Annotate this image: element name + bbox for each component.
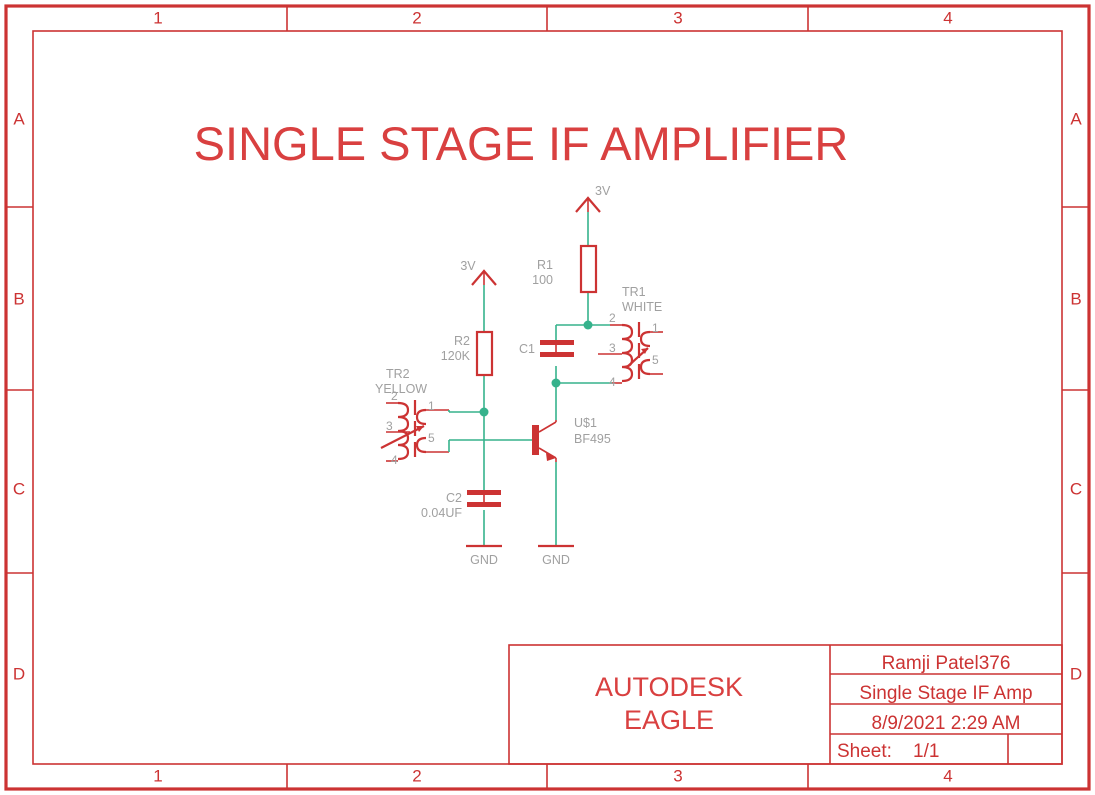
- r2-name-label: R2: [454, 334, 470, 348]
- c1-name-label: C1: [519, 342, 535, 356]
- supply-label-3v-right: 3V: [595, 184, 611, 198]
- tr2-pin-5-label: 5: [428, 431, 435, 445]
- tr1-value-label: WHITE: [622, 300, 662, 314]
- component-c2: C2 0.04UF: [421, 490, 501, 520]
- component-r1: R1 100: [532, 244, 598, 294]
- title-block: AUTODESK EAGLE Ramji Patel376 Single Sta…: [508, 644, 1063, 765]
- tr2-value-label: YELLOW: [375, 382, 427, 396]
- net-wires: [449, 212, 612, 545]
- tr2-pin-2-label: 2: [391, 389, 398, 403]
- zone-col-bottom-4: 4: [943, 766, 952, 785]
- timestamp-field: 8/9/2021 2:29 AM: [872, 713, 1021, 734]
- zone-row-right-d: D: [1070, 664, 1082, 683]
- component-tr2: TR2 YELLOW 2 3 4 1 5: [375, 367, 450, 467]
- tr1-pin-1-label: 1: [652, 321, 659, 335]
- tr1-pin-3-label: 3: [609, 341, 616, 355]
- zone-col-top-3: 3: [673, 8, 682, 27]
- tr1-pin-4-label: 4: [609, 375, 616, 389]
- r1-name-label: R1: [537, 258, 553, 272]
- junction-collector-top: [583, 320, 593, 330]
- zone-col-bottom-2: 2: [412, 766, 421, 785]
- tr1-name-label: TR1: [622, 285, 646, 299]
- zone-labels: 1 2 3 4 1 2 3 4 A B C D A B C D: [13, 8, 1082, 785]
- zone-col-top-4: 4: [943, 8, 952, 27]
- author-field: Ramji Patel376: [882, 653, 1011, 674]
- gnd-label-emitter: GND: [542, 553, 570, 567]
- zone-row-right-c: C: [1070, 479, 1082, 498]
- tr2-pin-3-label: 3: [386, 419, 393, 433]
- r1-value-label: 100: [532, 273, 553, 287]
- net-junctions: [479, 320, 593, 417]
- sheet-value: 1/1: [913, 741, 939, 762]
- tr1-pin-2-label: 2: [609, 311, 616, 325]
- q1-value-label: BF495: [574, 432, 611, 446]
- brand-line-2: EAGLE: [624, 705, 714, 735]
- brand-line-1: AUTODESK: [595, 672, 743, 702]
- gnd-symbol-c2: GND: [466, 544, 502, 567]
- tr2-pin-1-label: 1: [428, 399, 435, 413]
- sheet-label: Sheet:: [837, 741, 892, 762]
- r2-value-label: 120K: [441, 349, 471, 363]
- c2-value-label: 0.04UF: [421, 506, 462, 520]
- c2-name-label: C2: [446, 491, 462, 505]
- junction-collector-bottom: [551, 378, 561, 388]
- supply-symbol-3v-right: 3V: [575, 184, 611, 213]
- supply-label-3v-left: 3V: [460, 259, 476, 273]
- component-r2: R2 120K: [441, 330, 494, 377]
- component-q1-transistor: U$1 BF495: [532, 416, 611, 462]
- zone-col-bottom-3: 3: [673, 766, 682, 785]
- zone-row-right-a: A: [1070, 109, 1082, 128]
- zone-row-left-a: A: [13, 109, 25, 128]
- zone-row-right-b: B: [1070, 289, 1081, 308]
- zone-col-top-1: 1: [153, 8, 162, 27]
- junction-base-bias: [479, 407, 489, 417]
- gnd-label-c2: GND: [470, 553, 498, 567]
- zone-col-bottom-1: 1: [153, 766, 162, 785]
- tr1-pin-5-label: 5: [652, 353, 659, 367]
- drawing-title-field: Single Stage IF Amp: [859, 683, 1032, 704]
- gnd-symbol-emitter: GND: [538, 544, 574, 567]
- component-tr1: TR1 WHITE 2 3 4 1 5: [598, 285, 663, 389]
- tr2-pin-4-label: 4: [391, 453, 398, 467]
- supply-symbol-3v-left: 3V: [460, 259, 497, 286]
- q1-name-label: U$1: [574, 416, 597, 430]
- zone-row-left-d: D: [13, 664, 25, 683]
- page-title: SINGLE STAGE IF AMPLIFIER: [194, 117, 849, 170]
- tr2-name-label: TR2: [386, 367, 410, 381]
- zone-col-top-2: 2: [412, 8, 421, 27]
- zone-row-left-b: B: [13, 289, 24, 308]
- zone-row-left-c: C: [13, 479, 25, 498]
- component-c1: C1: [519, 340, 574, 357]
